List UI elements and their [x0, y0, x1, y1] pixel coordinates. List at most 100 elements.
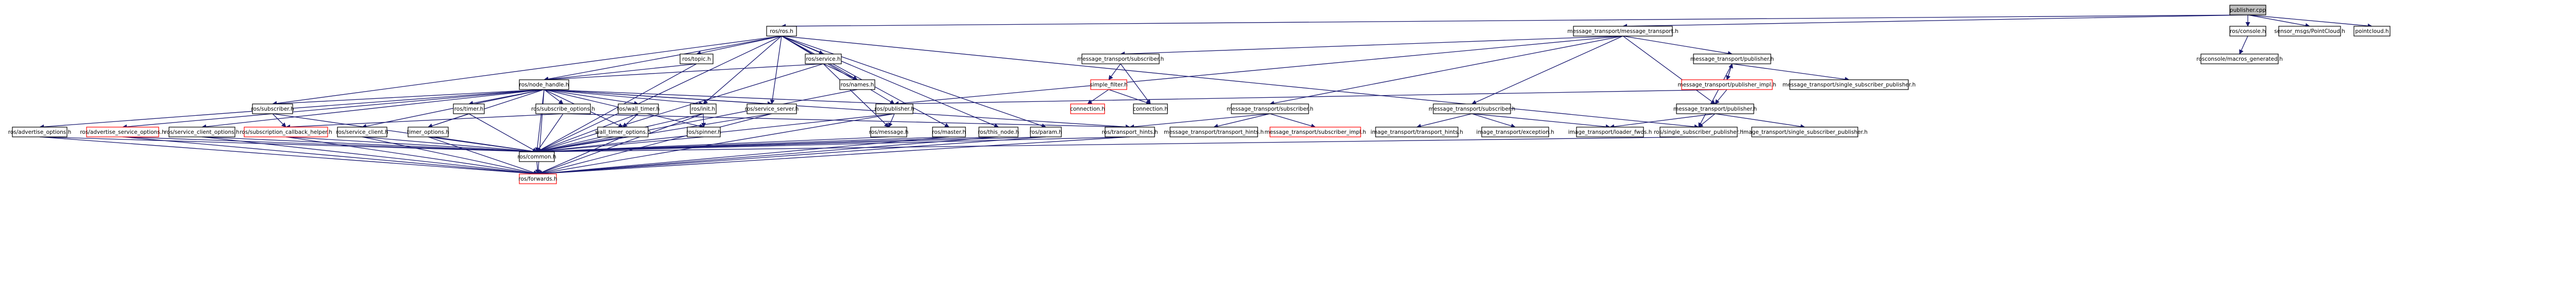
edge-n40-n49	[537, 136, 1130, 177]
edge-n1-n38	[781, 36, 999, 128]
node-ros-node-handle-h[interactable]: ros/node_handle.h	[519, 79, 569, 90]
edge-n0-n3	[2247, 14, 2310, 28]
node-connection-h-missing[interactable]: connection.h	[1070, 103, 1105, 114]
edge-n11-n46	[1698, 63, 1733, 128]
node-ros-init-h[interactable]: ros/init.h	[690, 103, 717, 114]
node-ros-timer-h[interactable]: ros/timer.h	[453, 103, 485, 114]
node-ros-service-client-options-h[interactable]: ros/service_client_options.h	[164, 127, 240, 137]
svg-text:ros/spinner.h: ros/spinner.h	[686, 129, 721, 135]
node-connection-h[interactable]: connection.h	[1133, 103, 1168, 114]
node-ros-transport-hints-h[interactable]: ros/transport_hints.h	[1101, 127, 1158, 137]
node-message-transport-subscriber-h-3[interactable]: message_transport/subscriber.h	[1429, 103, 1515, 114]
edge-n24-n49	[537, 113, 895, 176]
edge-n26-n45	[1471, 113, 1611, 129]
edge-n13-n15	[1108, 89, 1151, 105]
edge-n27-n45	[1609, 113, 1716, 129]
node-ros-service-client-h[interactable]: ros/service_client.h	[336, 127, 388, 137]
node-ros-forwards-h[interactable]: ros/forwards.h	[518, 173, 557, 184]
svg-text:ros/init.h: ros/init.h	[691, 106, 715, 112]
edge-n5-n24	[894, 36, 1623, 106]
svg-text:publisher.cpp: publisher.cpp	[2230, 7, 2266, 13]
node-ros-wall-timer-h[interactable]: ros/wall_timer.h	[617, 103, 660, 114]
node-ros-this-node-h[interactable]: ros/this_node.h	[978, 127, 1019, 137]
node-ros-publisher-h[interactable]: ros/publisher.h	[874, 103, 914, 114]
node-ros-advertise-options-h[interactable]: ros/advertise_options.h	[8, 127, 72, 137]
edge-n21-n34	[622, 113, 639, 128]
node-pointcloud-h[interactable]: pointcloud.h	[2353, 26, 2391, 37]
node-message-transport-transport-hints-h[interactable]: message_transport/transport_hints.h	[1164, 127, 1264, 137]
node-ros-ros-h[interactable]: ros/ros.h	[766, 26, 797, 37]
edges	[39, 14, 2372, 177]
node-ros-spinner-h[interactable]: ros/spinner.h	[686, 127, 721, 137]
svg-text:ros/service_client.h: ros/service_client.h	[336, 129, 388, 135]
svg-text:pointcloud.h: pointcloud.h	[2355, 28, 2388, 34]
edge-n16-n24	[894, 89, 1727, 107]
edge-n1-n46	[781, 36, 1699, 129]
svg-text:ros/advertise_service_options.: ros/advertise_service_options.h	[80, 129, 165, 135]
svg-text:ros/subscription_callback_help: ros/subscription_callback_helper.h	[240, 129, 332, 135]
edge-n26-n44	[1471, 113, 1516, 128]
edge-n22-n49	[537, 113, 704, 175]
edge-n23-n48	[536, 113, 772, 154]
node-message-transport-subscriber-impl-h[interactable]: message_transport/subscriber_impl.h	[1264, 127, 1366, 137]
node-ros-service-server-h[interactable]: ros/service_server.h	[745, 103, 799, 114]
node-ros-names-h[interactable]: ros/names.h	[839, 79, 875, 90]
node-publisher-cpp[interactable]: publisher.cpp	[2229, 5, 2266, 15]
node-ros-console-h[interactable]: ros/console.h	[2229, 26, 2266, 37]
node-message-transport-subscriber-h[interactable]: message_transport/subscriber.h	[1077, 54, 1164, 64]
edge-n1-n48	[536, 36, 782, 152]
node-message-transport-publisher-h[interactable]: message_transport/publisher.h	[1690, 54, 1774, 64]
edge-n37-n49	[537, 136, 950, 176]
node-ros-param-h[interactable]: ros/param.h	[1029, 127, 1062, 137]
edge-n30-n48	[201, 136, 537, 154]
svg-text:ros/timer.h: ros/timer.h	[454, 106, 484, 112]
node-ros-advertise-service-options-h[interactable]: ros/advertise_service_options.h	[80, 127, 165, 137]
node-image-transport-exception-h[interactable]: image_transport/exception.h	[1476, 127, 1554, 137]
svg-text:message_transport/publisher_im: message_transport/publisher_impl.h	[1677, 82, 1776, 88]
edge-n31-n48	[285, 136, 537, 154]
svg-text:message_transport/subscriber.h: message_transport/subscriber.h	[1077, 56, 1164, 62]
node-ros-service-h[interactable]: ros/service.h	[805, 54, 842, 64]
node-ros-subscriber-h[interactable]: ros/subscriber.h	[251, 103, 294, 114]
node-ros-topic-h[interactable]: ros/topic.h	[680, 54, 714, 64]
edge-n39-n48	[536, 136, 1046, 154]
node-message-transport-publisher-h-2[interactable]: message_transport/publisher.h	[1673, 103, 1757, 114]
svg-text:connection.h: connection.h	[1133, 106, 1168, 112]
edge-n34-n48	[536, 136, 623, 154]
svg-text:ros/param.h: ros/param.h	[1029, 129, 1062, 135]
node-sensor-msgs-pointcloud-h[interactable]: sensor_msgs/PointCloud.h	[2274, 26, 2345, 37]
node-image-transport-loader-fwds-h[interactable]: image_transport/loader_fwds.h	[1568, 127, 1652, 137]
node-ros-master-h[interactable]: ros/master.h	[932, 127, 966, 137]
node-wall-timer-options-h[interactable]: wall_timer_options.h	[595, 127, 651, 137]
node-message-transport-publisher-impl-h[interactable]: message_transport/publisher_impl.h	[1677, 79, 1776, 90]
node-rosconsole-macros-generated-h[interactable]: rosconsole/macros_generated.h	[2196, 54, 2283, 64]
edge-n19-n33	[428, 113, 469, 128]
edge-n9-n22	[544, 89, 704, 106]
edge-n20-n31	[285, 113, 564, 130]
node-ros-common-h[interactable]: ros/common.h	[517, 151, 556, 162]
edge-n1-n23	[770, 36, 782, 104]
edge-n0-n4	[2247, 14, 2372, 28]
node-image-transport-transport-hints-h[interactable]: image_transport/transport_hints.h	[1370, 127, 1463, 137]
node-ros-subscription-callback-helper-h[interactable]: ros/subscription_callback_helper.h	[240, 127, 332, 137]
edge-n5-n26	[1471, 36, 1623, 104]
node-message-transport-single-subscriber-publisher-h[interactable]: message_transport/single_subscriber_publ…	[1783, 79, 1916, 90]
edge-n9-n18	[272, 89, 545, 107]
node-ros-message-h[interactable]: ros/message.h	[869, 127, 909, 137]
edge-n33-n48	[428, 136, 537, 154]
edge-n9-n20	[544, 89, 564, 104]
node-message-transport-h[interactable]: message_transport/message_transport.h	[1567, 26, 1679, 37]
node-ros-single-subscriber-publisher-h[interactable]: ros/single_subscriber_publisher.h	[1654, 127, 1743, 137]
edge-n27-n46	[1698, 113, 1716, 128]
node-timer-options-h[interactable]: timer_options.h	[407, 127, 449, 137]
edge-n18-n31	[272, 113, 286, 128]
node-message-transport-subscriber-h-2[interactable]: message_transport/subscriber.h	[1227, 103, 1313, 114]
edge-n7-n8	[823, 63, 858, 80]
node-simple-filter-h[interactable]: simple_filter.h	[1090, 79, 1128, 90]
edge-n31-n49	[285, 136, 538, 176]
node-image-transport-single-subscriber-publisher-h[interactable]: image_transport/single_subscriber_publis…	[1742, 127, 1868, 137]
edge-n9-n21	[544, 89, 639, 106]
edge-n25-n40	[1129, 113, 1270, 129]
edge-n38-n49	[537, 136, 999, 176]
node-ros-subscribe-options-h[interactable]: ros/subscribe_options.h	[531, 103, 595, 114]
